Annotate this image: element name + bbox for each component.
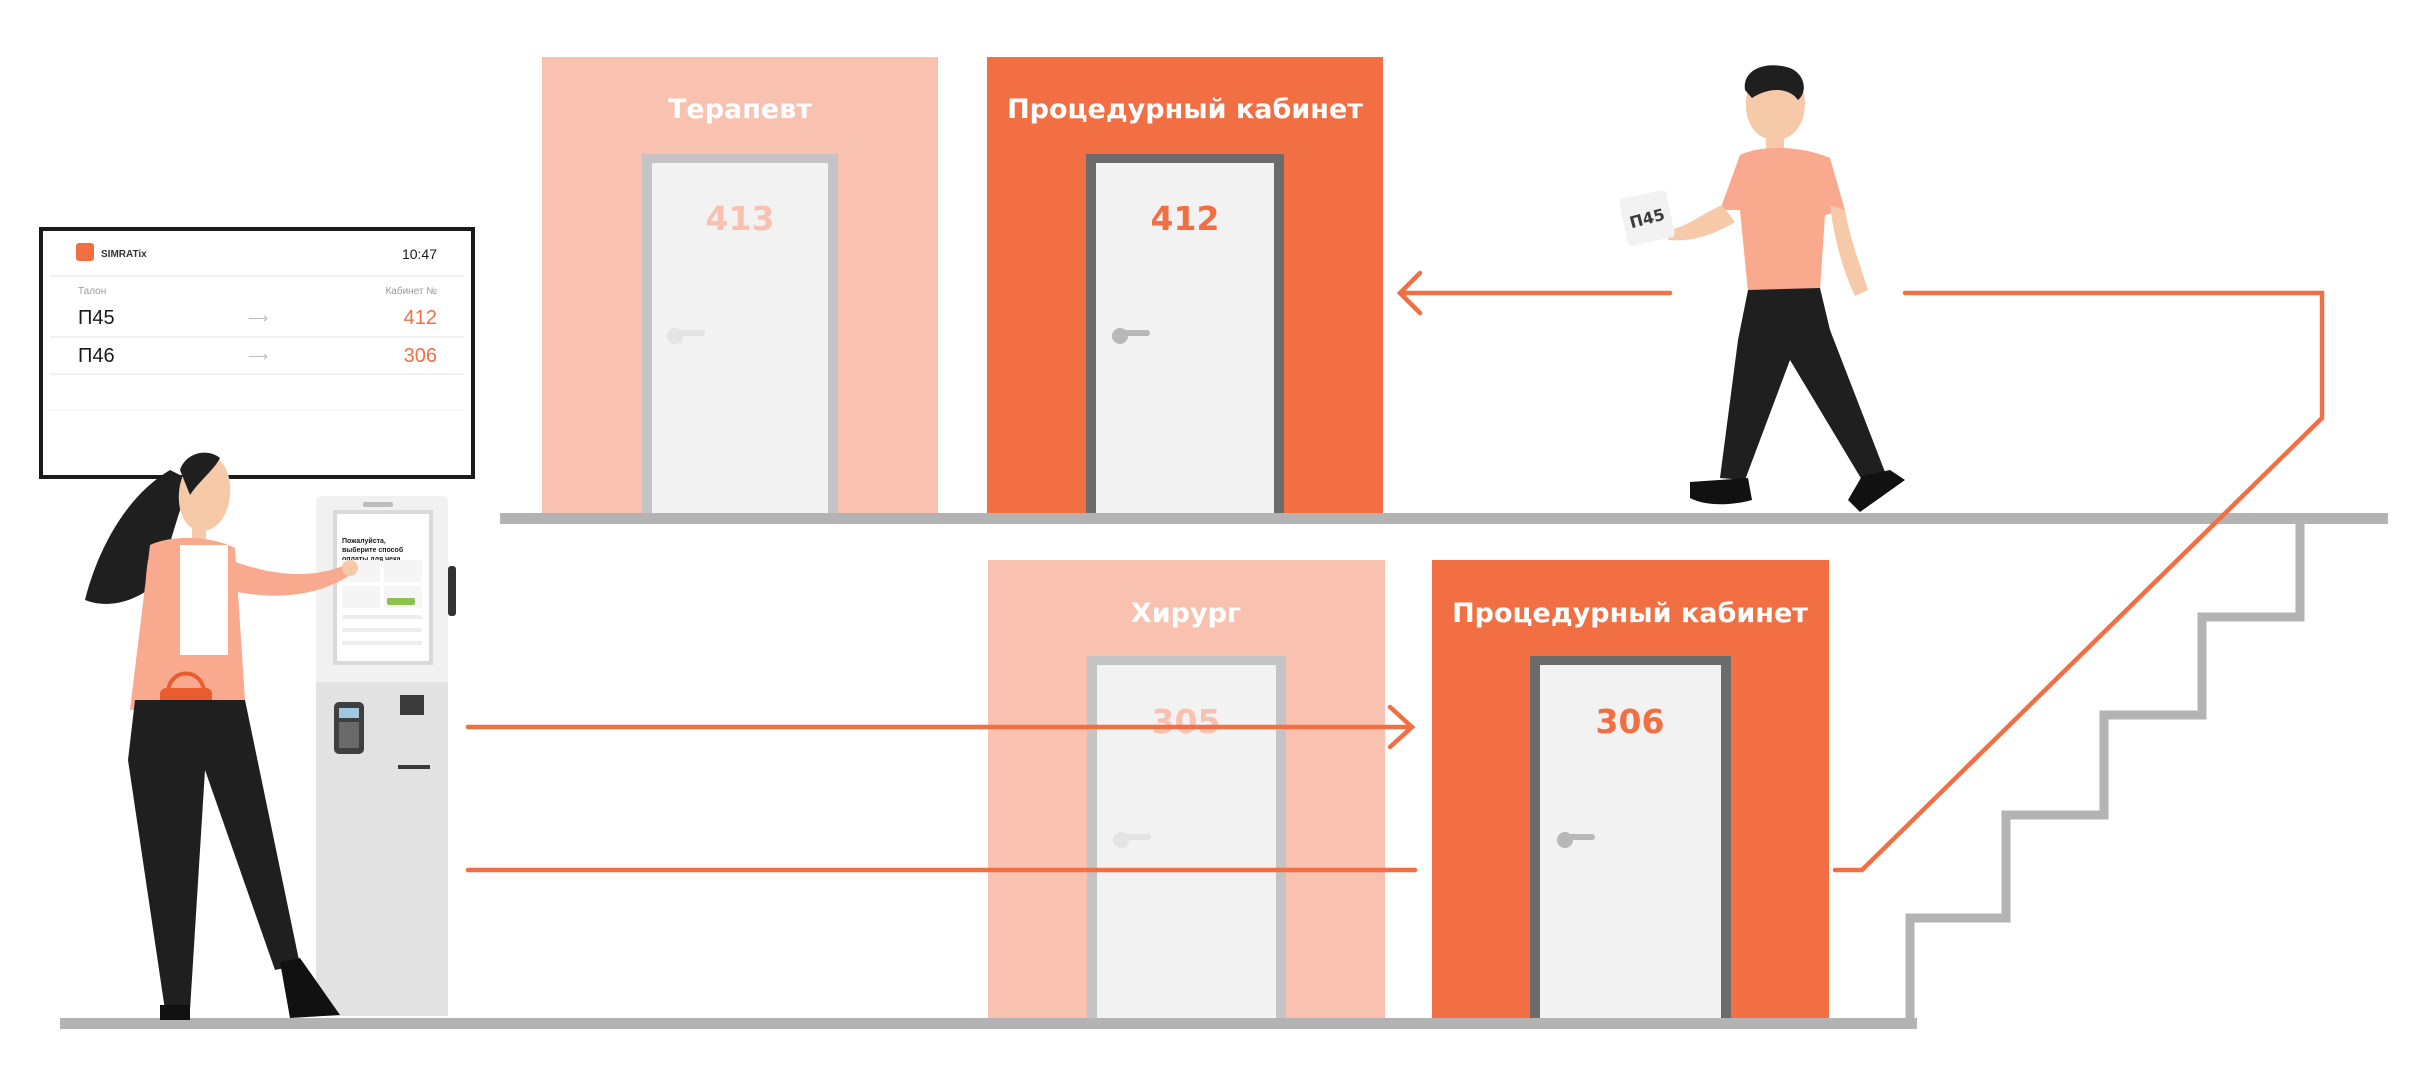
row-room: 412 bbox=[404, 307, 437, 329]
row-room: 306 bbox=[404, 345, 437, 367]
display-col-ticket: Талон bbox=[78, 286, 106, 297]
display-time: 10:47 bbox=[402, 246, 437, 262]
display-row: П46 ⟶ 306 bbox=[78, 345, 437, 367]
card-terminal-icon bbox=[334, 702, 364, 754]
lower-floor bbox=[60, 1018, 1917, 1029]
barcode-scanner-icon bbox=[400, 695, 424, 715]
room-procedure-upper: Процедурный кабинет 412 bbox=[987, 57, 1383, 515]
display-brand: SIMRATix bbox=[101, 249, 147, 260]
room-surgeon-number: 305 bbox=[1152, 702, 1221, 741]
queue-display: SIMRATix 10:47 Талон Кабинет № П45 ⟶ 412… bbox=[39, 227, 475, 479]
row-arrow-icon: ⟶ bbox=[248, 310, 268, 326]
door-handle-icon bbox=[1113, 832, 1151, 848]
room-procedure-lower-number: 306 bbox=[1596, 702, 1665, 741]
display-row: П45 ⟶ 412 bbox=[78, 307, 437, 329]
room-procedure-lower: Процедурный кабинет 306 bbox=[1432, 560, 1829, 1021]
door-handle-icon bbox=[1112, 328, 1150, 344]
room-procedure-upper-label: Процедурный кабинет bbox=[1007, 94, 1363, 125]
room-therapist-label: Терапевт bbox=[668, 94, 812, 125]
room-therapist-number: 413 bbox=[706, 199, 775, 238]
row-arrow-icon: ⟶ bbox=[248, 348, 268, 364]
arrow-right-icon bbox=[1387, 704, 1416, 750]
arrow-left-icon bbox=[1396, 270, 1423, 316]
upper-floor bbox=[500, 513, 2388, 524]
display-frame bbox=[39, 227, 475, 479]
route-segment bbox=[1832, 290, 2325, 873]
room-procedure-lower-label: Процедурный кабинет bbox=[1452, 598, 1808, 629]
woman-figure bbox=[85, 452, 358, 1020]
row-ticket: П46 bbox=[78, 345, 115, 367]
ticket-paper-icon: П45 bbox=[1619, 190, 1675, 246]
room-surgeon-label: Хирург bbox=[1131, 598, 1241, 629]
brand-logo-icon bbox=[76, 243, 94, 261]
staircase bbox=[1905, 520, 2305, 1023]
man-figure: П45 bbox=[1619, 65, 1905, 512]
row-ticket: П45 bbox=[78, 307, 115, 329]
door-handle-icon bbox=[667, 328, 705, 344]
route-path bbox=[465, 270, 2325, 873]
room-surgeon: Хирург 305 bbox=[988, 560, 1385, 1021]
room-procedure-upper-number: 412 bbox=[1151, 199, 1220, 238]
receipt-slot bbox=[398, 765, 430, 769]
door-handle-icon bbox=[1557, 832, 1595, 848]
room-therapist: Терапевт 413 bbox=[542, 57, 938, 515]
display-col-room: Кабинет № bbox=[385, 285, 437, 297]
